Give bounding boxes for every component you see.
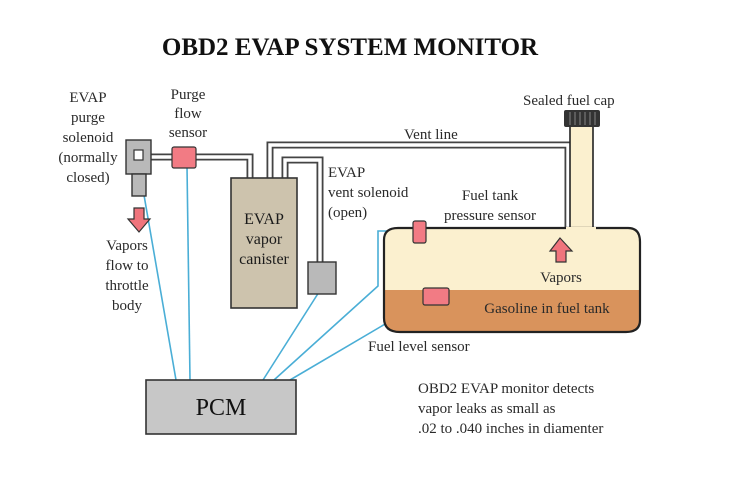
purge-solenoid-port xyxy=(133,149,144,161)
diagram-title: OBD2 EVAP SYSTEM MONITOR xyxy=(162,34,539,61)
fuel-level-sensor-label: Fuel level sensor xyxy=(368,339,470,355)
vapors-label: Vapors xyxy=(540,270,582,286)
fuel-cap-label: Sealed fuel cap xyxy=(523,93,615,109)
svg-text:(normally: (normally xyxy=(58,150,118,166)
svg-text:flow to: flow to xyxy=(106,258,149,274)
purge-line xyxy=(150,153,254,178)
purge-flow-sensor xyxy=(171,146,197,169)
pcm-label: PCM xyxy=(196,395,247,421)
svg-text:throttle: throttle xyxy=(105,278,149,294)
svg-text:Purge: Purge xyxy=(171,87,206,103)
evap-vent-solenoid xyxy=(307,261,337,295)
svg-text:vapor: vapor xyxy=(246,231,283,248)
fuel-cap xyxy=(564,110,600,127)
tank-neck-opening xyxy=(566,227,596,231)
gasoline-label: Gasoline in fuel tank xyxy=(484,301,610,317)
wire-purge-solenoid xyxy=(139,171,177,381)
vent-line-label: Vent line xyxy=(404,127,458,143)
svg-text:EVAP: EVAP xyxy=(328,165,365,181)
wire-flow-sensor xyxy=(186,165,191,381)
filler-neck xyxy=(569,123,594,230)
svg-text:Fuel tank: Fuel tank xyxy=(462,188,519,204)
svg-text:body: body xyxy=(112,298,143,314)
tank-outline xyxy=(382,226,642,334)
purge-flow-sensor-label: Purge flow sensor xyxy=(169,87,207,141)
vapors-to-throttle-label: Vapors flow to throttle body xyxy=(105,238,149,314)
svg-text:vent solenoid: vent solenoid xyxy=(328,185,409,201)
svg-text:pressure sensor: pressure sensor xyxy=(444,208,536,224)
svg-text:EVAP: EVAP xyxy=(69,90,106,106)
evap-purge-solenoid xyxy=(125,139,152,197)
svg-text:EVAP: EVAP xyxy=(244,211,284,228)
svg-text:canister: canister xyxy=(239,251,289,268)
svg-text:Vapors: Vapors xyxy=(106,238,148,254)
svg-text:closed): closed) xyxy=(66,170,109,186)
fuel-tank-pressure-sensor xyxy=(412,220,427,244)
monitor-note: OBD2 EVAP monitor detects vapor leaks as… xyxy=(418,381,603,437)
svg-text:solenoid: solenoid xyxy=(63,130,114,146)
svg-text:sensor: sensor xyxy=(169,125,207,141)
purge-solenoid-label: EVAP purge solenoid (normally closed) xyxy=(58,90,118,186)
svg-text:.02 to .040 inches in diamente: .02 to .040 inches in diamenter xyxy=(418,421,603,437)
vapors-down-arrow xyxy=(126,207,152,233)
svg-text:purge: purge xyxy=(71,110,105,126)
pcm-box xyxy=(145,379,297,435)
evap-canister xyxy=(230,177,298,309)
purge-solenoid-outlet xyxy=(131,173,147,197)
svg-text:vapor leaks as small as: vapor leaks as small as xyxy=(418,401,556,417)
wire-vent-solenoid xyxy=(262,291,320,381)
vent-solenoid-label: EVAP vent solenoid (open) xyxy=(328,165,409,221)
fuel-cap-ridges xyxy=(569,112,596,125)
fuel-level-sensor xyxy=(422,287,450,306)
pressure-sensor-label: Fuel tank pressure sensor xyxy=(444,188,536,224)
canister-label: EVAP vapor canister xyxy=(239,211,289,268)
svg-text:(open): (open) xyxy=(328,205,367,221)
vapors-up-arrow xyxy=(548,237,574,263)
svg-text:flow: flow xyxy=(174,106,202,122)
svg-text:OBD2 EVAP monitor detects: OBD2 EVAP monitor detects xyxy=(418,381,594,397)
fuel-filler xyxy=(564,110,600,230)
